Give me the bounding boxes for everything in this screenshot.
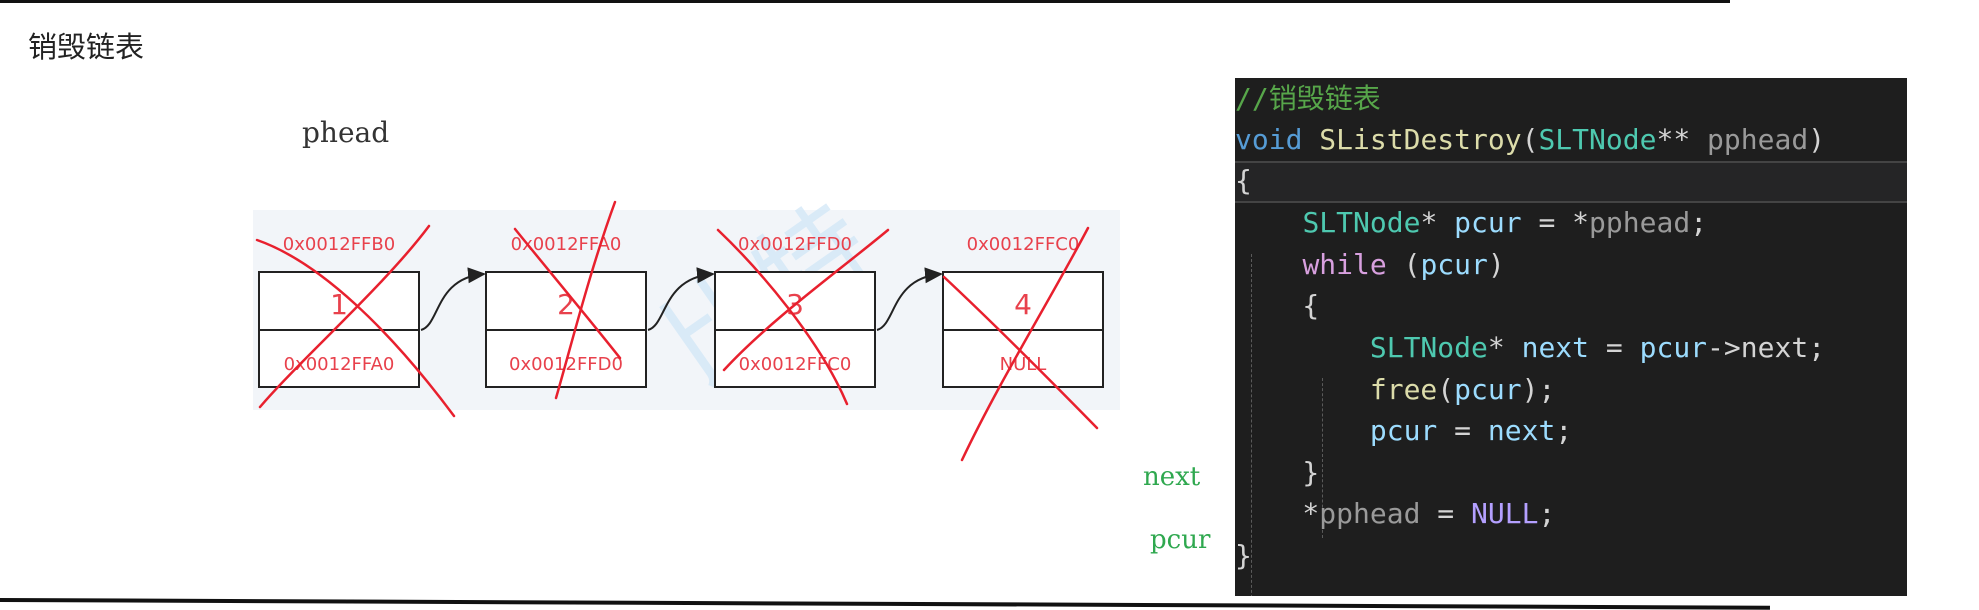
code-line: }: [1235, 452, 1319, 493]
code-token: [1235, 414, 1370, 447]
node-address: 0x0012FFC0: [967, 234, 1080, 255]
code-token: (: [1521, 123, 1539, 156]
code-token: ;: [1690, 206, 1708, 239]
link-arrow: [420, 267, 486, 331]
code-token: [1235, 248, 1302, 281]
code-token: free: [1369, 373, 1438, 406]
top-rule: [0, 0, 1730, 3]
code-token: {: [1235, 289, 1320, 322]
node-2: 0x0012FFA0 2 0x0012FFD0: [485, 234, 647, 388]
code-token: next: [1521, 331, 1590, 364]
code-line: {: [1235, 285, 1319, 326]
code-token: *: [1420, 206, 1455, 239]
link-arrow: [876, 267, 943, 331]
code-token: (: [1437, 373, 1455, 406]
code-token: pcur: [1454, 373, 1522, 406]
code-token: ): [1808, 123, 1826, 156]
node-4: 0x0012FFC0 4 NULL: [942, 234, 1104, 388]
cross-out-stroke: [513, 227, 622, 360]
phead-label: phead: [302, 116, 390, 149]
node-next: NULL: [1000, 354, 1047, 375]
node-value: 1: [330, 288, 348, 321]
code-token: void: [1235, 123, 1303, 156]
cross-out-stroke: [255, 238, 456, 418]
node-3: 0x0012FFD0 3 0x0012FFC0: [714, 234, 876, 388]
code-line: //销毁链表: [1235, 78, 1381, 119]
code-token: ;: [1538, 497, 1556, 530]
code-token: =: [1437, 414, 1488, 447]
cross-out-marks: [255, 200, 1099, 462]
node-address: 0x0012FFA0: [511, 234, 622, 255]
code-line: free(pcur);: [1235, 369, 1555, 410]
node-value: 4: [1014, 288, 1032, 321]
code-token: pphead: [1319, 497, 1421, 530]
code-token: }: [1235, 456, 1320, 489]
code-token: pcur: [1454, 206, 1522, 239]
link-arrow: [647, 267, 715, 331]
code-token: SLTNode: [1302, 206, 1421, 239]
code-token: **: [1656, 123, 1708, 156]
code-token: pcur: [1369, 414, 1438, 447]
code-token: *: [1235, 497, 1320, 530]
code-line: *pphead = NULL;: [1235, 493, 1555, 534]
code-token: [1235, 331, 1370, 364]
page-title: 销毁链表: [28, 30, 145, 64]
cross-out-stroke: [722, 228, 890, 372]
cross-out-stroke: [716, 228, 849, 406]
code-line: void SListDestroy(SLTNode** pphead): [1235, 119, 1825, 160]
next-label: next: [1143, 462, 1201, 492]
code-token: {: [1235, 164, 1252, 197]
node-address: 0x0012FFB0: [283, 234, 395, 255]
code-token: pphead: [1589, 206, 1691, 239]
node-next: 0x0012FFC0: [739, 354, 852, 375]
code-line: while (pcur): [1235, 244, 1505, 285]
code-token: pcur: [1639, 331, 1708, 364]
cross-out-stroke: [554, 200, 617, 400]
code-token: [1235, 206, 1302, 239]
code-token: //销毁链表: [1235, 82, 1381, 115]
code-token: );: [1521, 373, 1556, 406]
code-line: SLTNode* next = pcur->next;: [1235, 327, 1825, 368]
indent-guide: [1251, 254, 1252, 596]
node-1: 0x0012FFB0 1 0x0012FFA0: [258, 234, 420, 388]
pcur-label: pcur: [1150, 525, 1211, 555]
code-token: (: [1386, 248, 1421, 281]
code-line: }: [1235, 535, 1252, 576]
code-token: = *: [1521, 206, 1590, 239]
cross-out-stroke: [960, 226, 1090, 462]
code-token: NULL: [1471, 497, 1539, 530]
code-token: ): [1487, 248, 1505, 281]
code-line: {: [1235, 160, 1252, 201]
current-line-highlight: [1235, 161, 1907, 203]
node-next: 0x0012FFA0: [284, 354, 395, 375]
code-token: SLTNode: [1538, 123, 1657, 156]
code-line: SLTNode* pcur = *pphead;: [1235, 202, 1707, 243]
code-line: pcur = next;: [1235, 410, 1572, 451]
code-token: next: [1487, 414, 1556, 447]
code-token: =: [1589, 331, 1640, 364]
code-token: }: [1235, 539, 1252, 572]
code-token: ;: [1555, 414, 1573, 447]
indent-guide: [1322, 378, 1323, 538]
code-token: SListDestroy: [1319, 123, 1522, 156]
code-token: [1235, 373, 1370, 406]
code-token: SLTNode: [1369, 331, 1488, 364]
code-token: while: [1302, 248, 1387, 281]
code-token: *: [1487, 331, 1522, 364]
code-token: [1302, 123, 1319, 156]
code-token: =: [1420, 497, 1472, 530]
node-address: 0x0012FFD0: [738, 234, 852, 255]
code-token: ->next;: [1707, 331, 1826, 364]
cross-out-stroke: [258, 224, 431, 409]
code-token: pphead: [1707, 123, 1809, 156]
code-token: pcur: [1420, 248, 1488, 281]
